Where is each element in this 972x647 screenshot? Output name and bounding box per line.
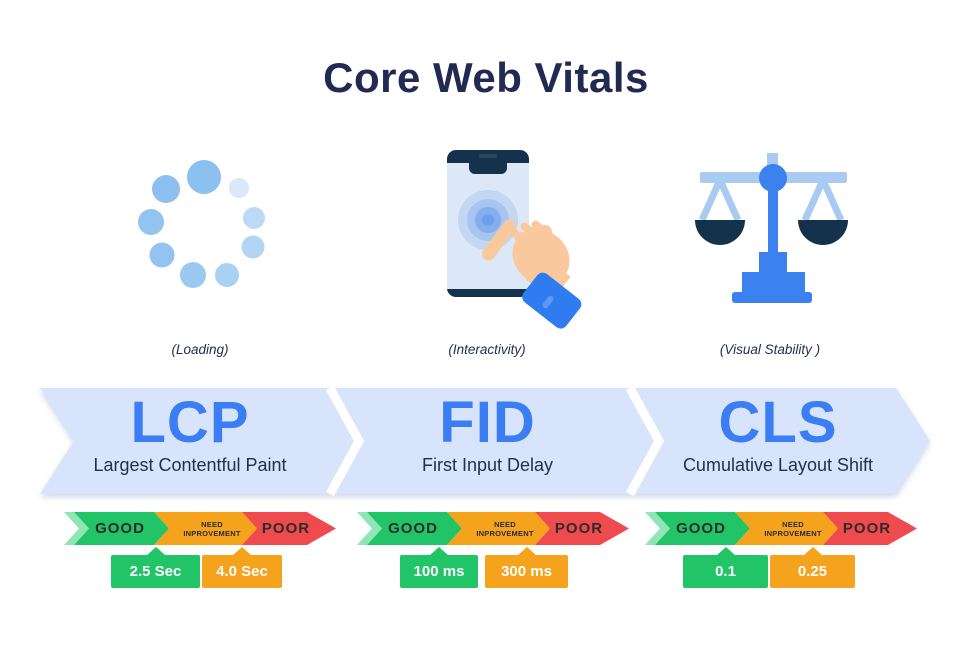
scale-good-label: GOOD: [388, 520, 438, 537]
loading-spinner-icon: [138, 158, 270, 290]
metric-acronym-lcp: LCP: [130, 390, 250, 455]
lcp-poor-threshold: 4.0 Sec: [202, 547, 282, 588]
phone-tap-icon: [436, 142, 606, 337]
metric-acronym-fid: FID: [439, 390, 536, 455]
category-label-visual-stability: (Visual Stability ): [719, 342, 821, 357]
balance-scale-icon: [690, 146, 854, 306]
scale-poor-label: POOR: [554, 520, 604, 537]
metric-lcp: LCP Largest Contentful Paint: [55, 392, 325, 476]
metric-name-cls: Cumulative Layout Shift: [682, 455, 874, 475]
category-label-loading: (Loading): [171, 342, 229, 357]
metric-acronym-cls: CLS: [718, 390, 838, 455]
page-title: Core Web Vitals: [323, 54, 649, 101]
scale-good-label: GOOD: [676, 520, 726, 537]
metric-fid: FID First Input Delay: [345, 392, 630, 476]
lcp-good-threshold: 2.5 Sec: [111, 547, 200, 588]
fid-poor-threshold: 300 ms: [485, 547, 568, 588]
scale-poor-label: POOR: [842, 520, 892, 537]
fid-good-threshold: 100 ms: [400, 547, 478, 588]
cls-poor-threshold: 0.25: [770, 547, 855, 588]
metrics-ribbon-band: [40, 386, 930, 497]
scale-poor-label: POOR: [261, 520, 311, 537]
category-label-interactivity: (Interactivity): [448, 342, 526, 357]
metric-cls: CLS Cumulative Layout Shift: [633, 392, 923, 476]
metric-name-lcp: Largest Contentful Paint: [93, 455, 287, 475]
metric-name-fid: First Input Delay: [421, 455, 554, 475]
scale-good-label: GOOD: [95, 520, 145, 537]
cls-good-threshold: 0.1: [683, 547, 768, 588]
